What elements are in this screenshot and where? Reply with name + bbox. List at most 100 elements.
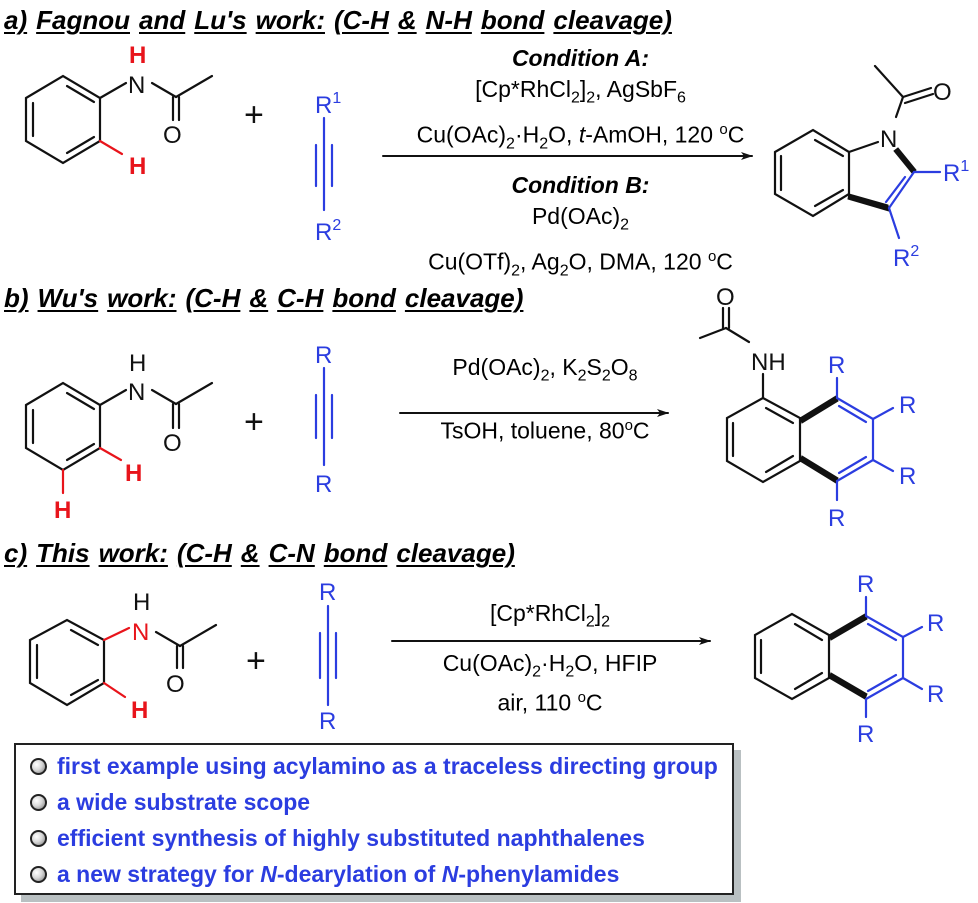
heading-word: &	[240, 538, 260, 568]
heading-word: &	[249, 283, 269, 313]
summary-item-text: a wide substrate scope	[57, 789, 311, 815]
section-a-alkyne-r1: R1	[315, 90, 341, 119]
summary-box: first example using acylamino as a trace…	[14, 743, 734, 895]
heading-word: work:	[255, 5, 325, 35]
section-b-alkyne	[314, 366, 334, 467]
section-b-product-r1: R	[828, 352, 845, 379]
section-b-h2-highlight: H	[54, 497, 71, 524]
section-a-product-n: N	[880, 126, 897, 153]
heading-word: (C-H	[176, 538, 232, 568]
heading-word: (C-H	[185, 283, 241, 313]
conditions-b-above: Pd(OAc)2, K2S2O8	[452, 354, 638, 385]
section-a-n-label: N	[128, 72, 145, 99]
heading-word: a)	[4, 5, 28, 35]
section-c-product	[753, 595, 924, 719]
heading-word: C-N	[268, 538, 315, 568]
section-a-product-r2: R2	[893, 243, 919, 272]
section-c-product-r2: R	[927, 610, 944, 637]
summary-item: a new strategy for N-dearylation of N-ph…	[30, 856, 732, 892]
section-b-product-nh: NH	[751, 349, 786, 376]
section-b-substrate	[24, 381, 214, 495]
bullet-icon	[30, 829, 47, 847]
condition-a-title: Condition A:	[511, 45, 650, 71]
section-c-ortho-h-highlight: H	[131, 697, 148, 724]
section-a-alkyne-r2: R2	[315, 217, 341, 246]
heading-word: (C-H	[333, 5, 389, 35]
heading-word: c)	[4, 538, 28, 568]
section-c-product-r4: R	[857, 721, 874, 748]
condition-a-reagents: [Cp*RhCl2]2, AgSbF6	[475, 76, 686, 107]
condition-a-block: Condition A: [Cp*RhCl2]2, AgSbF6 Cu(OAc)…	[383, 43, 778, 159]
heading-word: cleavage)	[553, 5, 672, 35]
section-c-nh-label: H	[133, 589, 150, 616]
conditions-c-below-1: Cu(OAc)2·H2O, HFIP	[442, 650, 658, 681]
section-b-o-label: O	[163, 430, 182, 457]
heading-word: work:	[107, 283, 177, 313]
conditions-c-below-2: air, 110 oC	[497, 689, 603, 716]
condition-b-catalyst: Pd(OAc)2	[531, 203, 630, 234]
heading-word: bond	[480, 5, 545, 35]
section-c-alkyne	[318, 604, 338, 707]
section-b-alkyne-bottom-r: R	[315, 471, 332, 498]
section-b-product-r2: R	[899, 392, 916, 419]
section-b-product-r4: R	[828, 505, 845, 532]
bullet-icon	[30, 793, 47, 811]
section-a-o-label: O	[163, 122, 182, 149]
heading-word: Lu's	[194, 5, 247, 35]
heading-word: &	[397, 5, 417, 35]
section-c-alkyne-top-r: R	[319, 579, 336, 606]
section-a-product	[773, 64, 942, 240]
section-a-product-r1: R1	[943, 158, 969, 187]
section-b-product-o: O	[716, 284, 735, 311]
summary-item-text: first example using acylamino as a trace…	[57, 753, 718, 779]
section-a-nh-highlight: H	[129, 42, 146, 69]
section-a-alkyne	[314, 116, 334, 212]
conditions-b-below: TsOH, toluene, 80oC	[440, 417, 650, 444]
section-c-heading: c) This work: (C-H&C-N bond cleavage)	[4, 538, 524, 569]
section-b-product-r3: R	[899, 463, 916, 490]
heading-word: C-H	[277, 283, 324, 313]
heading-word: Wu's	[37, 283, 99, 313]
summary-item: first example using acylamino as a trace…	[30, 748, 732, 784]
conditions-c-above: [Cp*RhCl2]2	[489, 600, 611, 631]
section-b-h1-highlight: H	[125, 460, 142, 487]
bullet-icon	[30, 757, 47, 775]
section-a-ortho-h-highlight: H	[129, 153, 146, 180]
section-b-n-label: N	[128, 379, 145, 406]
section-a-product-o: O	[933, 79, 952, 106]
bullet-icon	[30, 865, 47, 883]
heading-word: N-H	[425, 5, 472, 35]
section-c-product-r1: R	[857, 571, 874, 598]
heading-word: work:	[98, 538, 168, 568]
heading-word: cleavage)	[396, 538, 515, 568]
section-b-plus: +	[244, 403, 264, 441]
heading-word: cleavage)	[404, 283, 524, 313]
section-c-alkyne-bottom-r: R	[319, 708, 336, 735]
summary-item-text: a new strategy for N-dearylation of N-ph…	[57, 861, 620, 887]
heading-word: bond	[332, 283, 396, 313]
heading-word: and	[139, 5, 186, 35]
summary-list: first example using acylamino as a trace…	[16, 745, 732, 892]
condition-b-additives: Cu(OTf)2, Ag2O, DMA, 120 oC	[428, 247, 733, 279]
section-c-o-label: O	[166, 671, 185, 698]
section-b-nh-label: H	[129, 350, 146, 377]
summary-item: a wide substrate scope	[30, 784, 732, 820]
heading-word: This	[36, 538, 90, 568]
section-a-plus: +	[244, 96, 264, 134]
section-c-substrate	[28, 618, 218, 707]
heading-word: bond	[323, 538, 388, 568]
condition-a-additives: Cu(OAc)2·H2O, t-AmOH, 120 oC	[416, 120, 745, 152]
condition-b-title: Condition B:	[511, 172, 650, 198]
heading-word: Fagnou	[36, 5, 130, 35]
condition-b-block: Condition B: Pd(OAc)2 Cu(OTf)2, Ag2O, DM…	[383, 170, 778, 286]
section-c-n-highlight: N	[132, 619, 149, 646]
section-c-plus: +	[246, 642, 266, 680]
section-b-product	[698, 306, 895, 502]
section-b-alkyne-top-r: R	[315, 342, 332, 369]
heading-word: b)	[4, 283, 29, 313]
summary-item-text: efficient synthesis of highly substitute…	[57, 825, 645, 851]
section-a-substrate	[24, 74, 214, 165]
section-b-heading: b) Wu's work: (C-H&C-H bond cleavage)	[4, 283, 532, 314]
summary-item: efficient synthesis of highly substitute…	[30, 820, 732, 856]
